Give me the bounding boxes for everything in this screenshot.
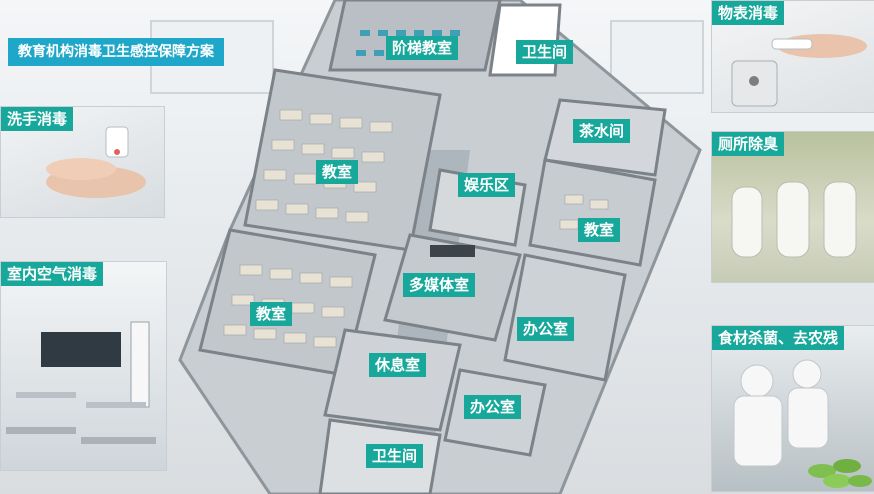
- photo-hand-disinfection: 洗手消毒: [0, 106, 165, 218]
- desk-cluster-classroom-a: [255, 109, 393, 223]
- photo-food-sterilize: 食材杀菌、去农残: [711, 325, 874, 492]
- page-title: 教育机构消毒卫生感控保障方案: [8, 38, 224, 66]
- classroom-b-room: [528, 158, 657, 267]
- multimedia-screen: [430, 245, 475, 257]
- urinal-icon: [731, 181, 857, 258]
- label-entertainment: 娱乐区: [458, 173, 516, 197]
- label-stair-classroom: 阶梯教室: [386, 36, 459, 60]
- lounge-room: [323, 328, 462, 432]
- photo-hand-label: 洗手消毒: [1, 107, 74, 131]
- background-window: [610, 20, 704, 94]
- kitchen-worker-icon: [733, 359, 872, 488]
- label-office-a: 办公室: [517, 317, 575, 341]
- photo-toilet-label: 厕所除臭: [712, 132, 785, 156]
- photo-surface-disinfection: 物表消毒: [711, 0, 874, 113]
- photo-air-label: 室内空气消毒: [1, 262, 104, 286]
- label-multimedia: 多媒体室: [403, 273, 476, 297]
- classroom-icon: [6, 321, 156, 444]
- label-office-b: 办公室: [464, 395, 522, 419]
- hand-wash-icon: [46, 126, 146, 198]
- label-classroom-c: 教室: [250, 302, 293, 326]
- photo-toilet-deodorize: 厕所除臭: [711, 131, 874, 283]
- photo-food-label: 食材杀菌、去农残: [712, 326, 845, 350]
- photo-air-disinfection: 室内空气消毒: [0, 261, 167, 471]
- label-classroom-a: 教室: [316, 160, 359, 184]
- label-classroom-b: 教室: [578, 218, 621, 242]
- desk-cluster-classroom-c: [223, 264, 353, 348]
- door-handle-icon: [731, 34, 867, 107]
- photo-surface-label: 物表消毒: [712, 1, 785, 25]
- label-restroom-top: 卫生间: [516, 40, 574, 64]
- label-tea-room: 茶水间: [573, 119, 631, 143]
- label-lounge: 休息室: [369, 353, 427, 377]
- label-restroom-bottom: 卫生间: [366, 444, 424, 468]
